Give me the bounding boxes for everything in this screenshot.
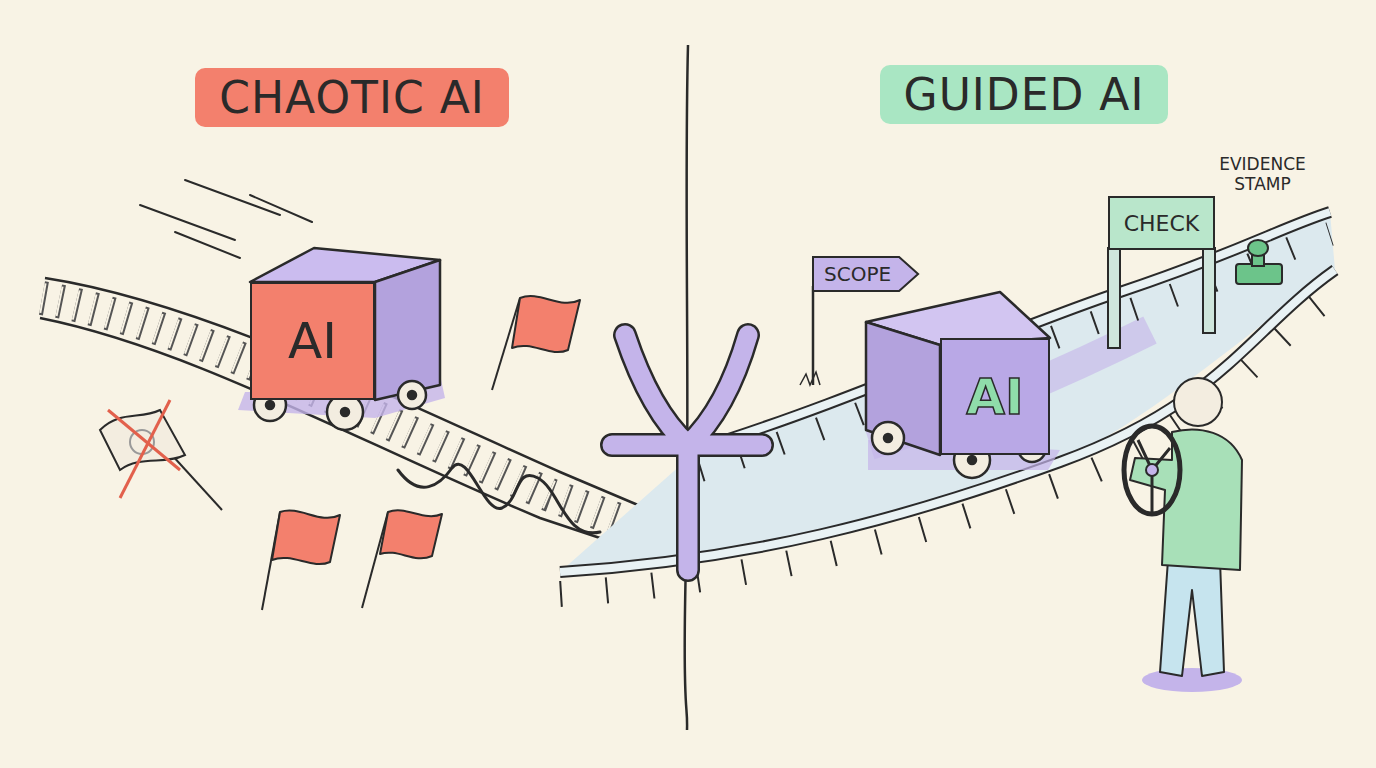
node-text: CHECK xyxy=(1124,211,1200,236)
guided-cart xyxy=(866,292,1060,478)
node-text: SCOPE xyxy=(824,262,891,286)
scope-post xyxy=(800,286,820,385)
scope-sign: SCOPE xyxy=(812,256,919,292)
cart-face: AI xyxy=(250,282,375,400)
section-heading: GUIDED AI xyxy=(880,65,1169,124)
harness xyxy=(612,335,762,570)
chaotic-track xyxy=(40,278,645,548)
cart-face: AI xyxy=(940,338,1050,455)
speed-lines xyxy=(140,180,312,258)
heading-text: CHAOTIC AI xyxy=(219,72,484,123)
evidence-stamp xyxy=(1236,240,1282,284)
node-text: AI xyxy=(288,312,337,370)
node-text: AI xyxy=(966,368,1023,426)
chaotic-cart xyxy=(238,248,445,430)
heading-text: GUIDED AI xyxy=(904,69,1145,120)
sign-outline xyxy=(813,257,918,291)
squiggle-line xyxy=(398,464,600,533)
guided-road xyxy=(560,212,1335,594)
crossed-flag xyxy=(100,400,222,510)
check-gate xyxy=(1108,248,1215,348)
callout-label: EVIDENCE STAMP xyxy=(1200,154,1325,195)
section-heading: CHAOTIC AI xyxy=(195,68,508,127)
divider-line xyxy=(685,45,688,730)
check-gate-sign: CHECK xyxy=(1108,196,1215,250)
driver-person xyxy=(1124,378,1242,692)
